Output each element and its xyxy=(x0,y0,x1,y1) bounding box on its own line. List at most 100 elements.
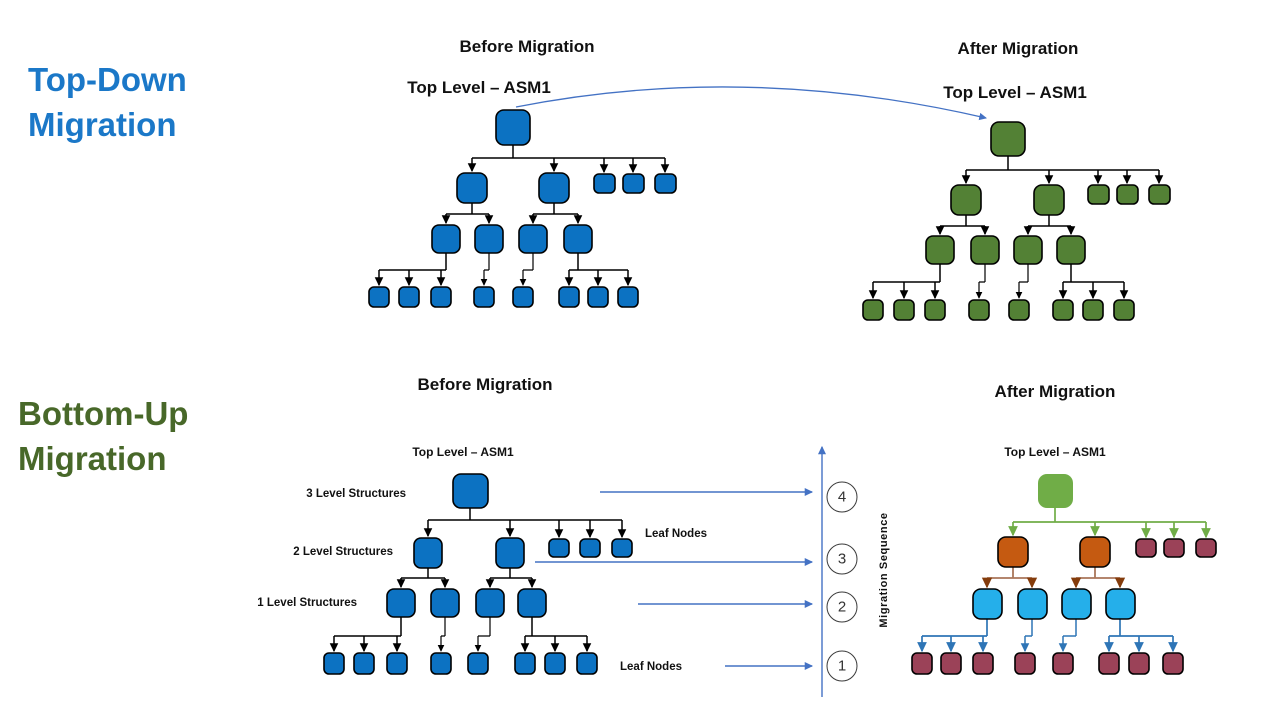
top-right-tree xyxy=(862,121,1171,321)
migration-arc xyxy=(515,86,987,121)
top-right-tree-node xyxy=(862,299,884,321)
top-right-tree-node xyxy=(1116,184,1139,205)
label-3-level-structures: 3 Level Structures xyxy=(306,488,406,500)
bottom-mid-tree-node xyxy=(467,652,489,675)
bottom-right-tree-node xyxy=(940,652,962,675)
bottom-right-tree-node xyxy=(911,652,933,675)
bottom-mid-tree-node xyxy=(517,588,547,618)
bottom-mid-tree-node xyxy=(323,652,345,675)
bottom-right-tree xyxy=(911,474,1217,675)
label-top-level-asm1-bottom-mid: Top Level – ASM1 xyxy=(412,445,514,459)
top-left-tree-node xyxy=(617,286,639,308)
tree-connector xyxy=(1076,567,1120,579)
bottom-right-tree-node xyxy=(1098,652,1120,675)
bottom-mid-tree-node xyxy=(386,652,408,675)
bottom-mid-tree-node xyxy=(514,652,536,675)
top-left-tree-node xyxy=(431,224,461,254)
bottom-right-tree-node xyxy=(1079,536,1111,568)
bottom-mid-tree-node xyxy=(430,652,452,675)
tree-connector xyxy=(1019,264,1029,283)
bottom-mid-tree-node xyxy=(386,588,416,618)
label-1-level-structures: 1 Level Structures xyxy=(257,597,357,609)
bottom-mid-tree-node xyxy=(611,538,633,558)
bottom-mid-tree-node xyxy=(548,538,570,558)
heading-top-down-migration: Top-Down Migration xyxy=(28,61,187,143)
bottom-right-tree-node xyxy=(1061,588,1092,620)
top-right-tree-node xyxy=(1013,235,1043,265)
top-left-tree-node xyxy=(495,109,531,146)
label-top-level-asm1-top-left: Top Level – ASM1 xyxy=(407,78,551,97)
tree-connector xyxy=(1013,508,1206,523)
bottom-mid-tree-node xyxy=(579,538,601,558)
bottom-mid-tree-node xyxy=(544,652,566,675)
top-right-tree-node xyxy=(1008,299,1030,321)
top-left-tree-node xyxy=(474,224,504,254)
bottom-right-tree-node xyxy=(1038,474,1073,508)
title-after-migration-top: After Migration xyxy=(957,39,1079,58)
tree-connector xyxy=(525,617,587,637)
heading-bottom-up-migration: Bottom-Up Migration xyxy=(18,395,189,477)
tree-connector xyxy=(446,203,489,215)
top-right-tree-node xyxy=(1033,184,1065,216)
top-right-tree-node xyxy=(925,235,955,265)
bottom-right-tree-node xyxy=(1163,538,1185,558)
top-right-tree-node xyxy=(924,299,946,321)
bottom-right-tree-node xyxy=(972,652,994,675)
tree-connector xyxy=(428,508,622,521)
top-left-tree-node xyxy=(587,286,609,308)
bottom-right-tree-node xyxy=(1052,652,1074,675)
sequence-step-circle-3: 3 xyxy=(826,543,858,575)
tree-connector xyxy=(441,617,446,637)
bottom-right-tree-node xyxy=(1195,538,1217,558)
top-right-tree-node xyxy=(893,299,915,321)
top-left-tree xyxy=(368,109,677,308)
label-migration-sequence: Migration Sequence xyxy=(878,512,890,628)
top-left-tree-node xyxy=(654,173,677,194)
tree-connector xyxy=(569,253,628,271)
top-left-tree-node xyxy=(473,286,495,308)
bottom-right-tree-node xyxy=(1014,652,1036,675)
tree-connector xyxy=(966,156,1159,171)
top-left-tree-node xyxy=(512,286,534,308)
bottom-mid-tree xyxy=(323,473,633,675)
bottom-mid-tree-node xyxy=(576,652,598,675)
top-left-tree-node xyxy=(456,172,488,204)
tree-connector xyxy=(334,617,402,637)
tree-connector xyxy=(987,567,1032,579)
title-before-migration-bottom: Before Migration xyxy=(417,375,553,394)
tree-connector xyxy=(1063,264,1124,283)
title-after-migration-bottom: After Migration xyxy=(994,382,1116,401)
tree-connector xyxy=(1109,619,1173,637)
label-top-level-asm1-top-right: Top Level – ASM1 xyxy=(943,83,1087,102)
top-right-tree-node xyxy=(970,235,1000,265)
top-left-tree-node xyxy=(563,224,593,254)
top-left-tree-node xyxy=(430,286,452,308)
top-right-tree-node xyxy=(1056,235,1086,265)
bottom-mid-tree-node xyxy=(452,473,489,509)
bottom-mid-tree-node xyxy=(413,537,443,569)
bottom-right-tree-node xyxy=(1017,588,1048,620)
bottom-mid-tree-node xyxy=(353,652,375,675)
tree-connector xyxy=(472,145,665,159)
bottom-mid-tree-node xyxy=(495,537,525,569)
tree-connector xyxy=(484,253,490,271)
tree-connector xyxy=(1028,215,1071,227)
top-right-tree-node xyxy=(1052,299,1074,321)
top-left-tree-node xyxy=(622,173,645,194)
tree-connector xyxy=(401,568,445,579)
top-left-tree-node xyxy=(398,286,420,308)
bottom-right-tree-node xyxy=(1105,588,1136,620)
sequence-step-circle-4: 4 xyxy=(826,481,858,513)
tree-connector xyxy=(873,264,941,283)
title-before-migration-top: Before Migration xyxy=(459,37,595,56)
tree-connector xyxy=(379,253,447,271)
bottom-right-tree-node xyxy=(972,588,1003,620)
sequence-step-circle-2: 2 xyxy=(826,591,858,623)
bottom-right-tree-node xyxy=(1162,652,1184,675)
top-right-tree-node xyxy=(968,299,990,321)
label-leaf-nodes-bottom: Leaf Nodes xyxy=(620,661,682,673)
top-left-tree-node xyxy=(593,173,616,194)
top-right-tree-node xyxy=(990,121,1026,157)
